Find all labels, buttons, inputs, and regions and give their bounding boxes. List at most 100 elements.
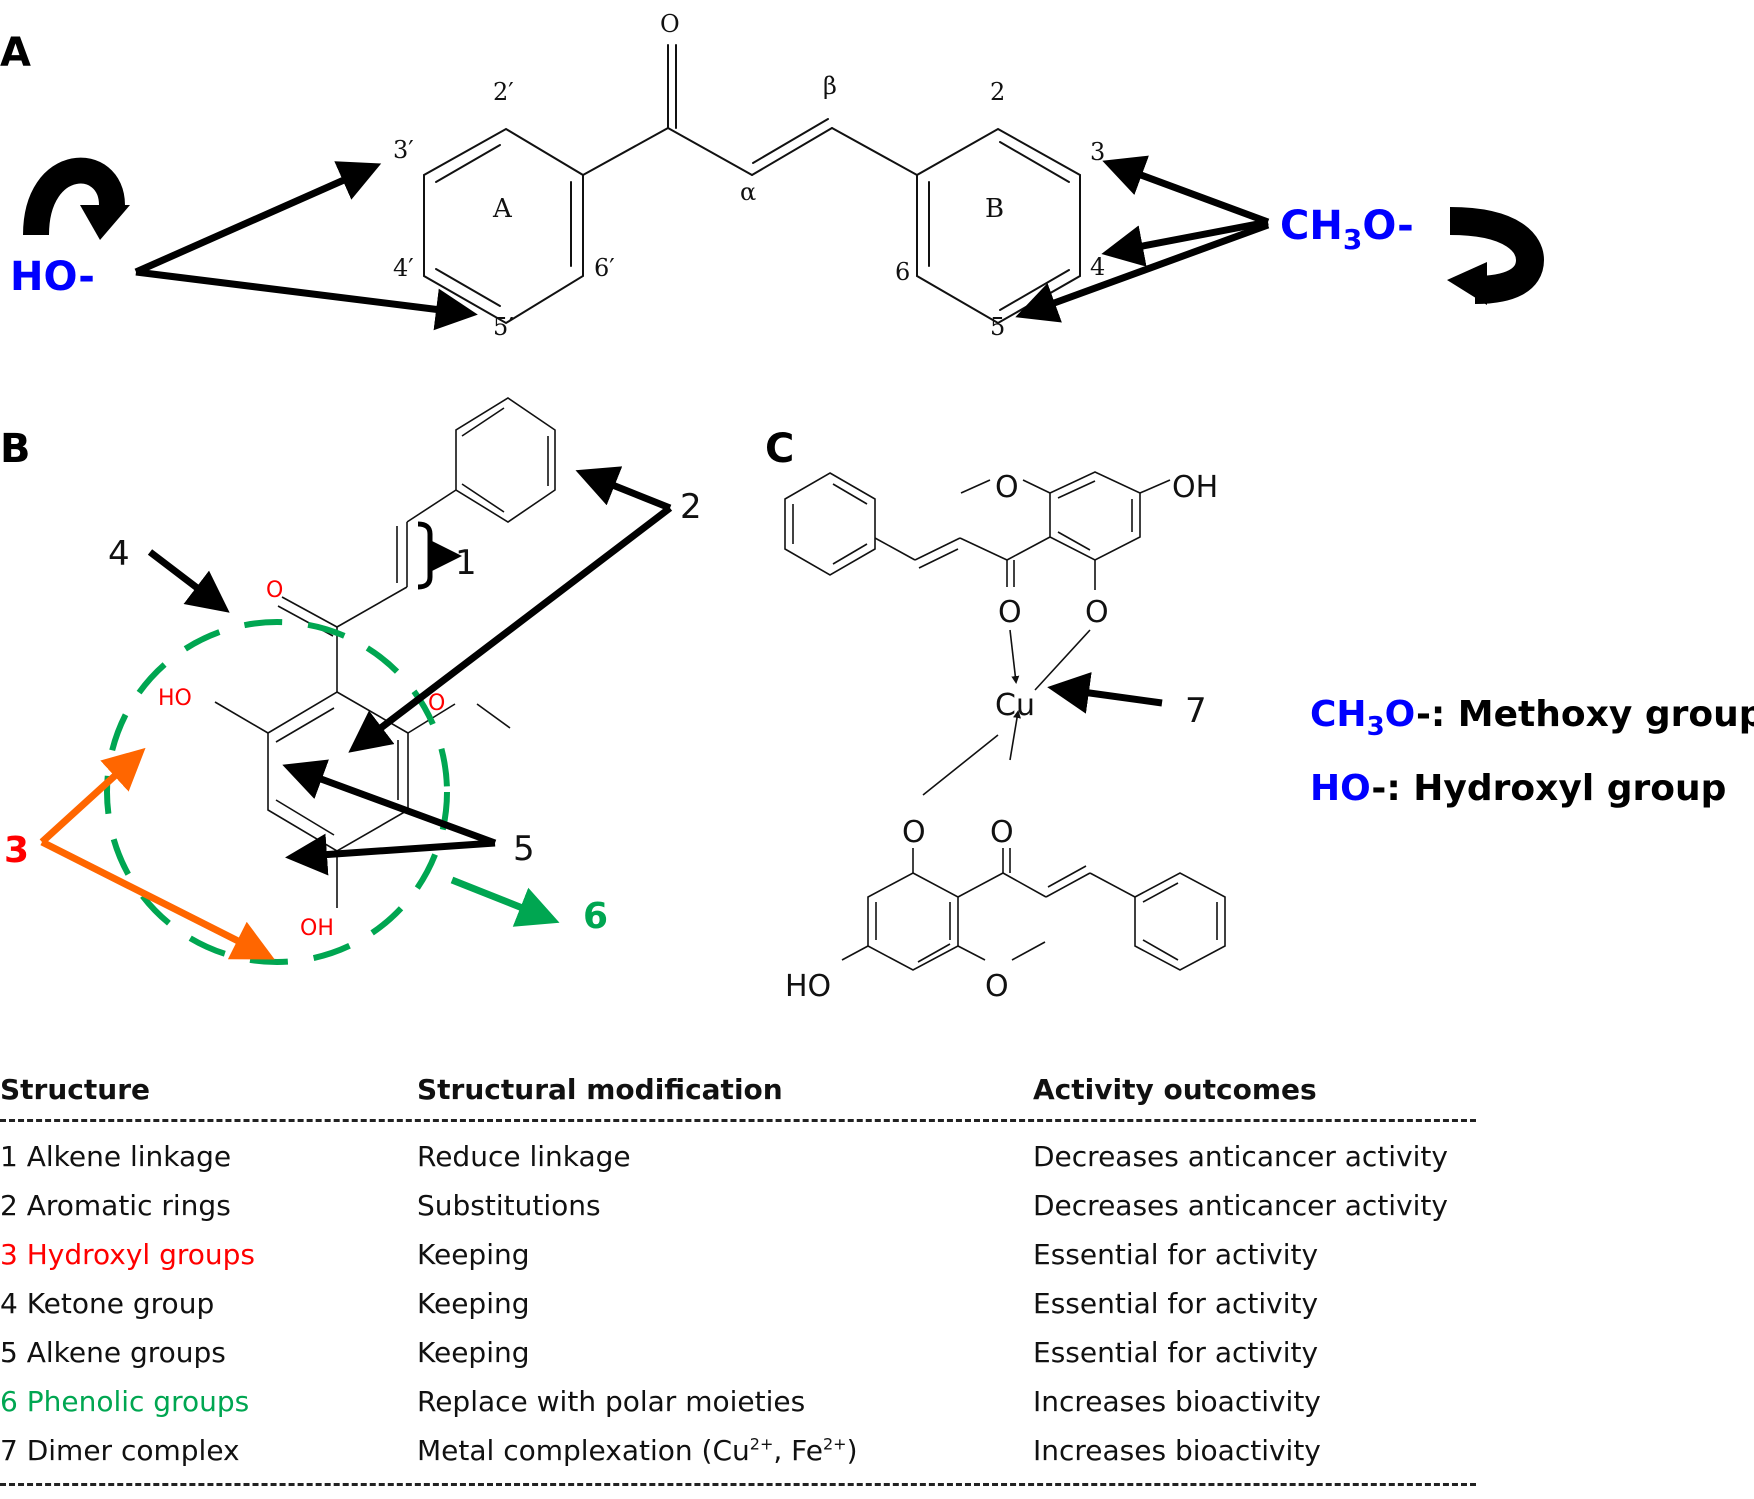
panel-a-label: A [0,30,31,76]
legend-methoxy: CH3O-: Methoxy group [1310,694,1754,742]
label-2-prime: 2′ [493,78,514,106]
legend-hydroxyl: HO-: Hydroxyl group [1310,768,1726,809]
methoxy-arrows [1015,155,1270,323]
methoxy-label: CH3O- [1280,203,1414,256]
ring-b-letter: B [985,194,1004,224]
carbonyl-o-bottom: O [990,815,1014,850]
arrow-to-5 [1015,221,1270,323]
callout-3-arrows [39,747,275,960]
phenol-ring: HO O OH [158,686,511,941]
footer-divider [0,1483,1476,1486]
callout-5-arrows [282,759,497,876]
cell-structure: 1 Alkene linkage [0,1140,232,1173]
cell-modification: Substitutions [417,1189,601,1222]
label-2: 2 [990,78,1005,106]
rotate-arrow-icon-left [23,157,130,240]
label-3-prime: 3′ [393,136,414,164]
arrow-to-3 [1102,155,1270,226]
hydroxyl-top: HO [158,686,192,711]
label-beta: β [823,72,837,100]
arrow-to-3-prime [134,161,382,276]
cell-modification: Keeping [417,1336,530,1369]
arrow-to-4 [1101,218,1269,267]
panel-c: C O OH O O [765,426,1226,1004]
position-labels: 2′ 3′ 4′ 5′ 6′ O α β 2 3 4 5 6 [393,10,1105,341]
bottom-chalcone: O O HO O [785,815,1226,1004]
label-3: 3 [1090,138,1105,166]
methoxy-o-bottom: O [985,969,1009,1004]
alkene-bracket [417,521,433,590]
cell-outcome: Decreases anticancer activity [1033,1140,1448,1173]
hydroxyl-arrows [134,161,478,331]
table-row: 1 Alkene linkage Reduce linkage Decreases … [0,1132,1480,1181]
cell-structure: 6 Phenolic groups [0,1385,250,1418]
hydroxyl-bottom: OH [300,916,334,941]
header-divider [0,1119,1476,1122]
cell-modification: Replace with polar moieties [417,1385,806,1418]
table-header-row: Structure Structural modification Activi… [0,1065,1480,1113]
ketone-group: O [266,578,338,692]
copper-atom: Cu [995,688,1035,723]
phenoxide-o-bottom: O [902,815,926,850]
enone-chain [582,44,918,176]
header-structure: Structure [0,1072,151,1106]
ring-a-letter: A [492,194,513,224]
coordination-bonds [922,629,1091,796]
label-alpha: α [740,178,756,206]
hydroxyl-bottom: HO [785,969,831,1004]
callout-2-arrows [348,466,673,753]
cell-modification: Keeping [417,1287,530,1320]
table-row: 2 Aromatic rings Substitutions Decreases a… [0,1181,1480,1230]
callout-1: 1 [455,543,477,583]
cell-structure: 7 Dimer complex [0,1434,240,1467]
phenoxide-o-top: O [1085,595,1109,630]
legend: CH3O-: Methoxy group HO-: Hydroxyl group [1310,694,1754,809]
label-6-prime: 6′ [594,254,615,282]
cell-outcome: Essential for activity [1033,1287,1319,1320]
sar-table: Structure Structural modification Activi… [0,1065,1480,1496]
cell-structure: 4 Ketone group [0,1287,215,1320]
callout-7-arrow [1047,672,1163,714]
cell-outcome: Essential for activity [1033,1238,1319,1271]
label-4: 4 [1090,253,1105,281]
callout-6-arrow [450,876,560,927]
hydroxyl-top: OH [1172,470,1218,505]
label-6: 6 [895,258,910,286]
cell-modification: Reduce linkage [417,1140,631,1173]
table-row: 6 Phenolic groups Replace with polar moie… [0,1377,1480,1426]
panel-b-label: B [0,426,31,472]
cell-outcome: Decreases anticancer activity [1033,1189,1448,1222]
table-row: 4 Ketone group Keeping Essential for activ… [0,1279,1480,1328]
header-modification: Structural modification [417,1072,783,1106]
label-5: 5 [990,313,1005,341]
callout-2: 2 [680,487,702,527]
cell-structure: 2 Aromatic rings [0,1189,231,1222]
callout-4-arrow [147,549,230,613]
callout-3: 3 [4,830,29,871]
rotate-arrow-icon-right [1447,207,1545,305]
table-row: 7 Dimer complex Metal complexation (Cu2+,… [0,1426,1480,1475]
phenolic-highlight-circle [104,619,450,965]
panel-a: A A B 2′ 3′ [0,10,1545,341]
header-outcome: Activity outcomes [1033,1072,1317,1106]
callout-7: 7 [1185,691,1207,731]
top-chalcone: O OH O O [784,470,1218,630]
svg-text:CH3O-: CH3O- [1280,203,1414,256]
ring-b: B [916,127,1081,325]
cell-modification: Metal complexation (Cu2+, Fe2+) [417,1434,858,1467]
cell-structure: 5 Alkene groups [0,1336,226,1369]
arrow-to-5-prime [135,268,478,331]
carbonyl-o-top: O [998,595,1022,630]
label-4-prime: 4′ [393,254,414,282]
cell-outcome: Increases bioactivity [1033,1385,1321,1418]
panel-c-label: C [765,426,794,472]
ketone-oxygen: O [266,578,283,603]
phenyl-ring-b-top [455,397,556,523]
cell-modification: Keeping [417,1238,530,1271]
alkene-linkage [336,489,457,628]
label-carbonyl-o: O [660,10,680,38]
